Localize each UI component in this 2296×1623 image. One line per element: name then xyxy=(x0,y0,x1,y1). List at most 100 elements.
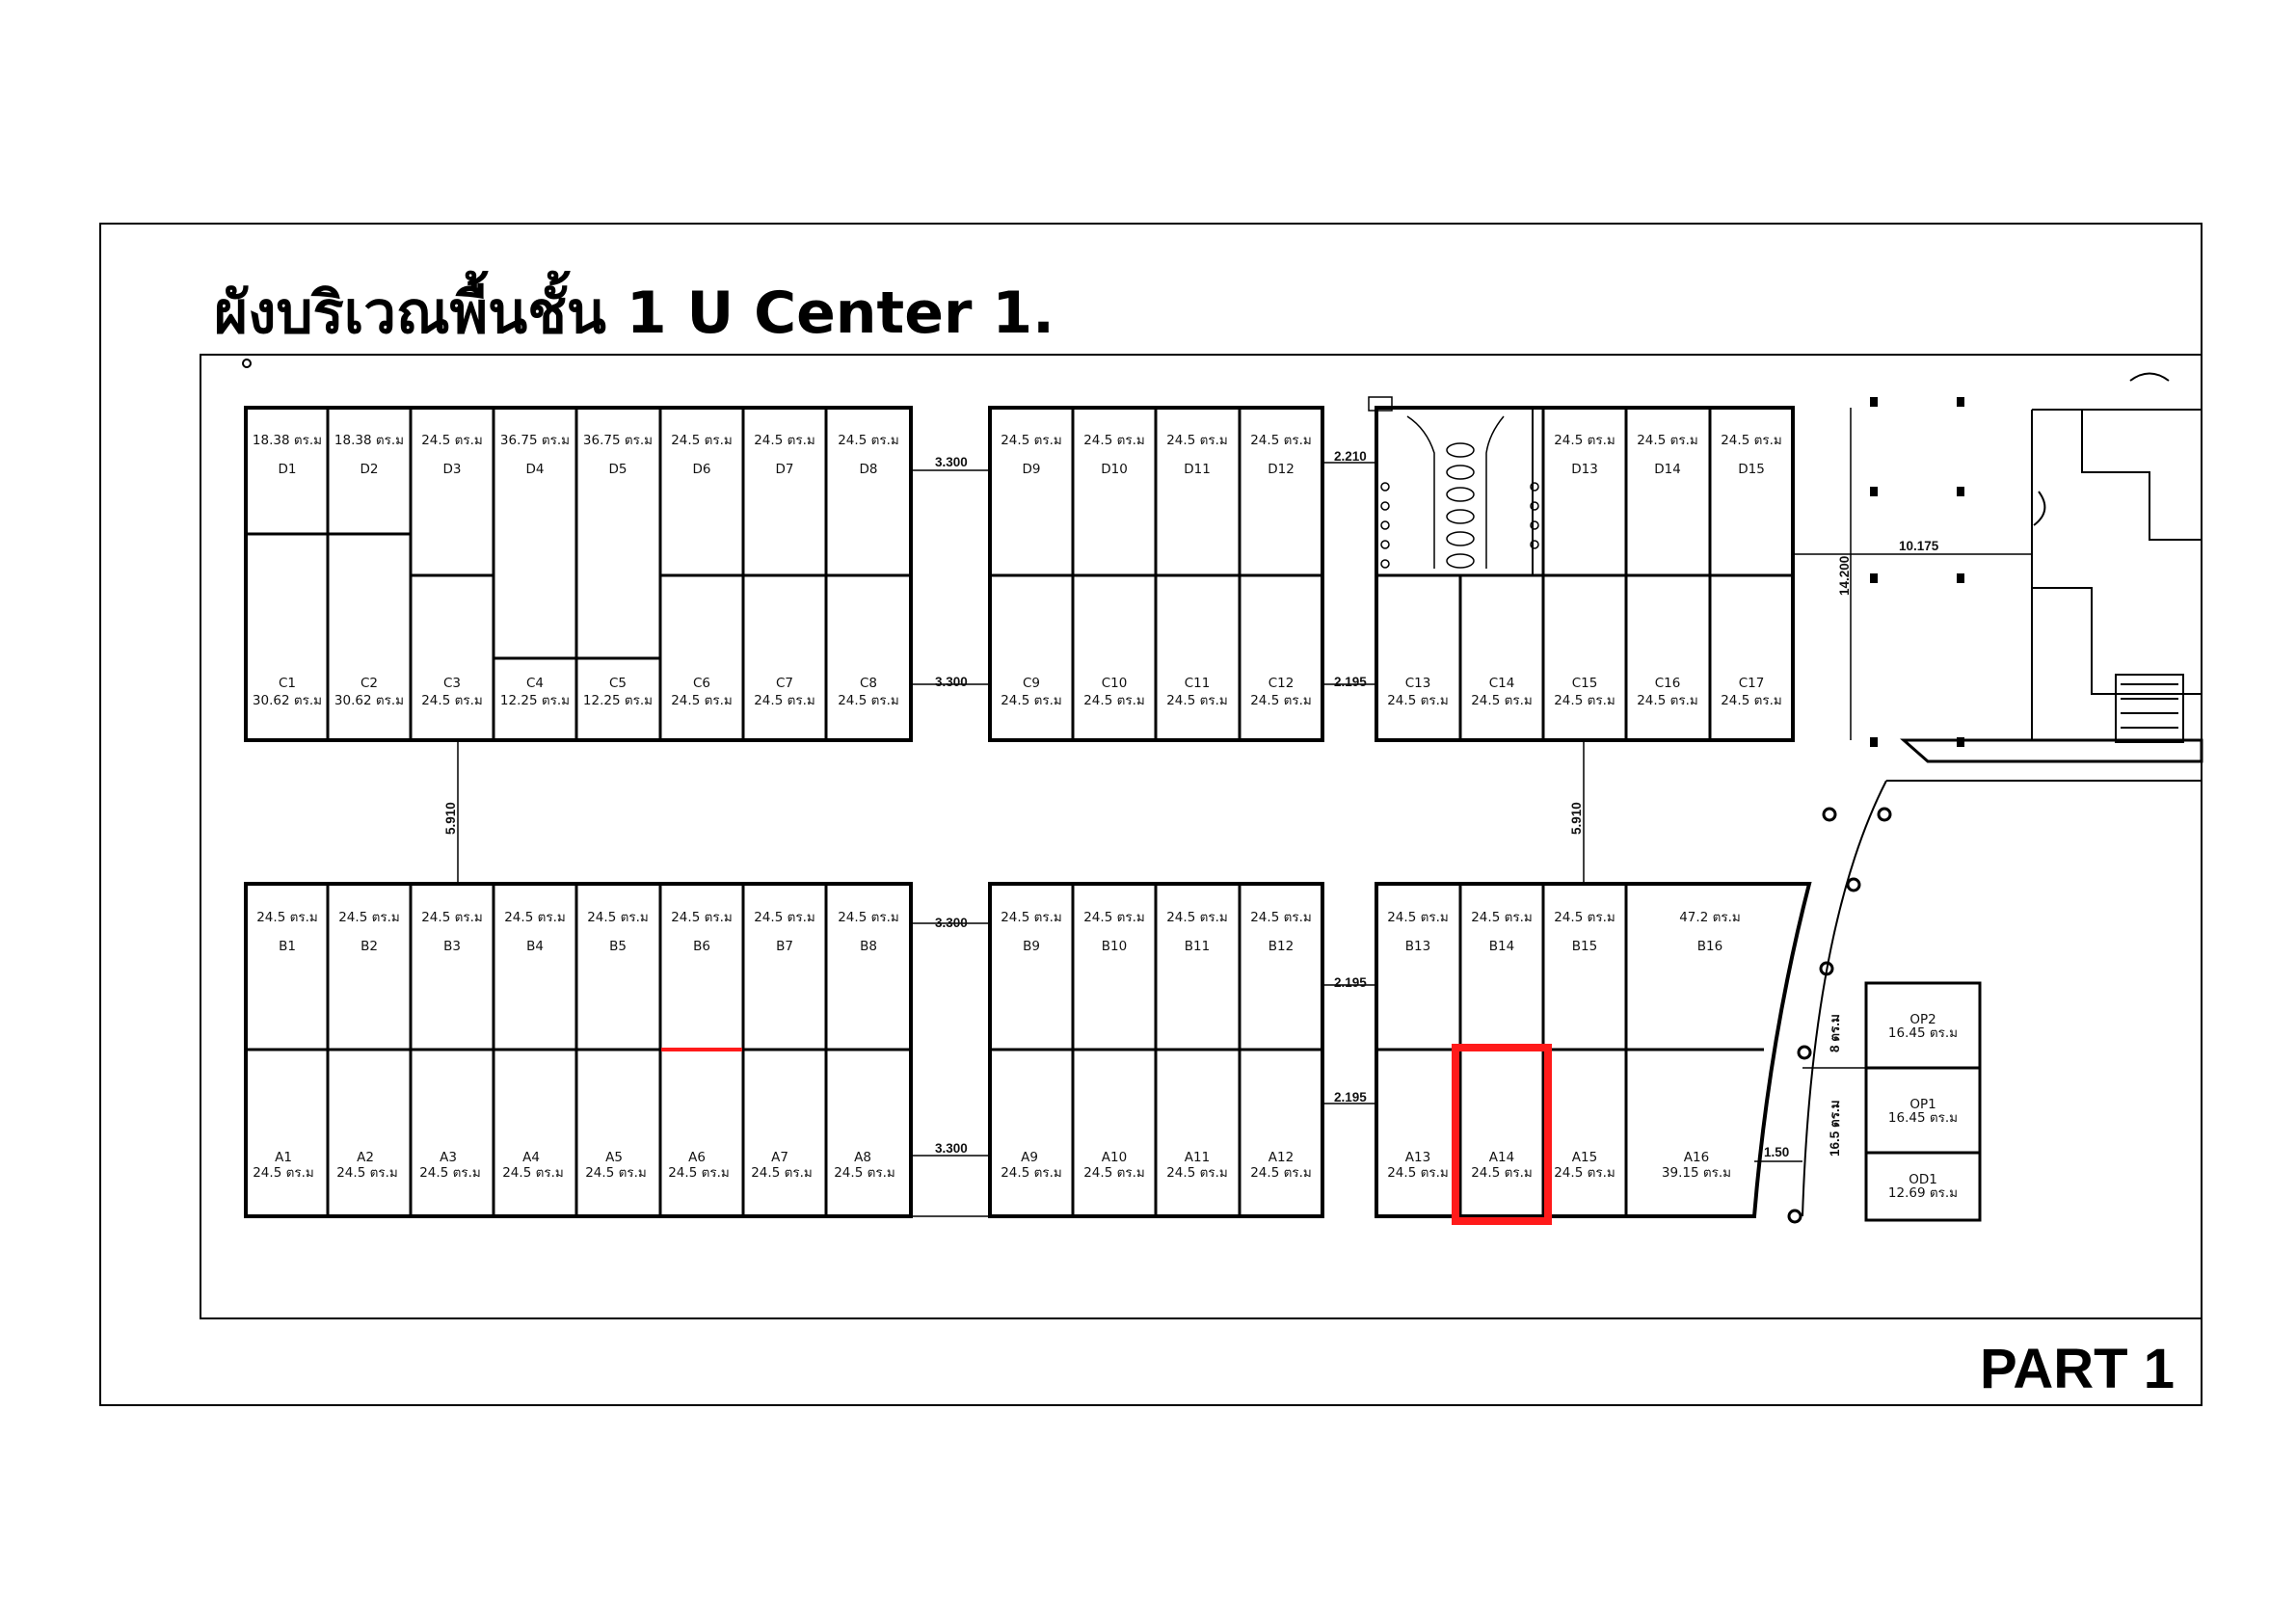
unit-id: A13 xyxy=(1405,1150,1430,1165)
unit-area: 24.5 ตร.ม xyxy=(1001,693,1062,708)
unit-id: B12 xyxy=(1268,939,1294,954)
unit-id: A4 xyxy=(522,1150,540,1165)
unit-id: D7 xyxy=(776,462,794,477)
unit-id: B8 xyxy=(860,939,877,954)
unit-area: 16.45 ตร.ม xyxy=(1888,1110,1958,1126)
unit-area: 24.5 ตร.ม xyxy=(502,1165,564,1181)
unit-area: 24.5 ตร.ม xyxy=(253,1165,314,1181)
unit-area: 24.5 ตร.ม xyxy=(1554,433,1615,448)
unit-a14-highlight[interactable] xyxy=(1452,1044,1552,1225)
unit-id: D6 xyxy=(693,462,711,477)
unit-id: C16 xyxy=(1655,676,1681,691)
unit-area: 18.38 ตร.ม xyxy=(253,433,322,448)
unit-area: 24.5 ตร.ม xyxy=(1083,433,1145,448)
unit-id: A10 xyxy=(1102,1150,1127,1165)
unit-area: 16.45 ตร.ม xyxy=(1888,1025,1958,1041)
dimension-label: 2.195 xyxy=(1334,1090,1367,1104)
unit-id: D14 xyxy=(1654,462,1681,477)
north-marker xyxy=(242,359,252,368)
unit-id: C11 xyxy=(1185,676,1211,691)
unit-id: D4 xyxy=(526,462,545,477)
unit-id: A7 xyxy=(771,1150,788,1165)
unit-id: C9 xyxy=(1023,676,1040,691)
unit-area: 24.5 ตร.ม xyxy=(838,433,899,448)
unit-area: 24.5 ตร.ม xyxy=(668,1165,730,1181)
unit-id: A2 xyxy=(357,1150,374,1165)
unit-area: 24.5 ตร.ม xyxy=(1001,433,1062,448)
unit-id: C2 xyxy=(360,676,378,691)
unit-area: 24.5 ตร.ม xyxy=(671,910,733,925)
unit-area: 24.5 ตร.ม xyxy=(1083,693,1145,708)
unit-id: C15 xyxy=(1572,676,1598,691)
unit-area: 24.5 ตร.ม xyxy=(838,693,899,708)
dimension-label: 5.910 xyxy=(1569,802,1584,835)
unit-area: 24.5 ตร.ม xyxy=(1166,433,1228,448)
unit-id: A8 xyxy=(854,1150,871,1165)
unit-id: D15 xyxy=(1738,462,1765,477)
sheet-border xyxy=(99,223,2203,1406)
dimension-label: 10.175 xyxy=(1899,539,1939,553)
unit-area: 24.5 ตร.ม xyxy=(754,433,815,448)
unit-id: A16 xyxy=(1684,1150,1709,1165)
unit-id: D3 xyxy=(443,462,462,477)
unit-area: 24.5 ตร.ม xyxy=(1637,693,1698,708)
unit-id: A11 xyxy=(1185,1150,1210,1165)
unit-id: B5 xyxy=(609,939,627,954)
unit-area: 24.5 ตร.ม xyxy=(587,910,649,925)
dimension-label: 8 ตร.ม xyxy=(1828,1014,1842,1052)
unit-area: 12.25 ตร.ม xyxy=(500,693,570,708)
structural-columns xyxy=(1870,397,1964,747)
unit-area: 36.75 ตร.ม xyxy=(583,433,653,448)
unit-area: 24.5 ตร.ม xyxy=(1554,1165,1615,1181)
unit-id: C13 xyxy=(1405,676,1431,691)
unit-id: B3 xyxy=(443,939,461,954)
unit-id: C14 xyxy=(1489,676,1515,691)
unit-id: A9 xyxy=(1021,1150,1038,1165)
open-units-block xyxy=(1802,981,1982,1222)
restroom-fixtures xyxy=(1368,396,1539,569)
unit-id: OP1 xyxy=(1909,1097,1936,1112)
unit-id: C8 xyxy=(860,676,877,691)
unit-id: D10 xyxy=(1101,462,1128,477)
dimension-label: 2.195 xyxy=(1334,675,1367,689)
block-top-middle xyxy=(988,406,1324,742)
unit-area: 24.5 ตร.ม xyxy=(1166,693,1228,708)
dimension-label: 3.300 xyxy=(935,455,968,469)
unit-id: C4 xyxy=(526,676,544,691)
unit-id: A14 xyxy=(1489,1150,1514,1165)
block-bottom-left xyxy=(244,882,913,1218)
unit-id: A15 xyxy=(1572,1150,1597,1165)
unit-area: 24.5 ตร.ม xyxy=(1554,910,1615,925)
unit-id: A5 xyxy=(605,1150,623,1165)
dimension-labels: 3.300 3.300 3.300 3.300 2.210 2.195 2.19… xyxy=(443,449,1939,1159)
dimension-label: 1.50 xyxy=(1764,1145,1789,1159)
unit-id: B14 xyxy=(1489,939,1514,954)
unit-area: 24.5 ตร.ม xyxy=(585,1165,647,1181)
unit-area: 24.5 ตร.ม xyxy=(754,693,815,708)
plan-title: ผังบริเวณพื้นชั้น 1 U Center 1. xyxy=(214,270,1055,347)
tree-markers xyxy=(1787,807,1892,1224)
unit-area: 24.5 ตร.ม xyxy=(1250,433,1312,448)
unit-area: 24.5 ตร.ม xyxy=(1250,693,1312,708)
unit-area: 24.5 ตร.ม xyxy=(1387,693,1449,708)
unit-area: 47.2 ตร.ม xyxy=(1679,910,1741,925)
unit-area: 24.5 ตร.ม xyxy=(751,1165,813,1181)
unit-area: 24.5 ตร.ม xyxy=(1387,910,1449,925)
unit-area: 24.5 ตร.ม xyxy=(421,910,483,925)
unit-id: OP2 xyxy=(1909,1012,1936,1027)
right-wing-structure xyxy=(1802,372,2203,1217)
unit-id: D5 xyxy=(609,462,627,477)
unit-id: B10 xyxy=(1102,939,1127,954)
unit-area: 30.62 ตร.ม xyxy=(253,693,322,708)
unit-area: 18.38 ตร.ม xyxy=(334,433,404,448)
unit-id: C10 xyxy=(1102,676,1128,691)
unit-area: 24.5 ตร.ม xyxy=(1471,910,1533,925)
unit-area: 24.5 ตร.ม xyxy=(1471,693,1533,708)
unit-id: B2 xyxy=(360,939,378,954)
dimension-label: 5.910 xyxy=(443,802,458,835)
unit-area: 24.5 ตร.ม xyxy=(1001,910,1062,925)
unit-area: 24.5 ตร.ม xyxy=(1387,1165,1449,1181)
unit-id: B7 xyxy=(776,939,793,954)
unit-area: 24.5 ตร.ม xyxy=(834,1165,895,1181)
unit-area: 24.5 ตร.ม xyxy=(1166,1165,1228,1181)
